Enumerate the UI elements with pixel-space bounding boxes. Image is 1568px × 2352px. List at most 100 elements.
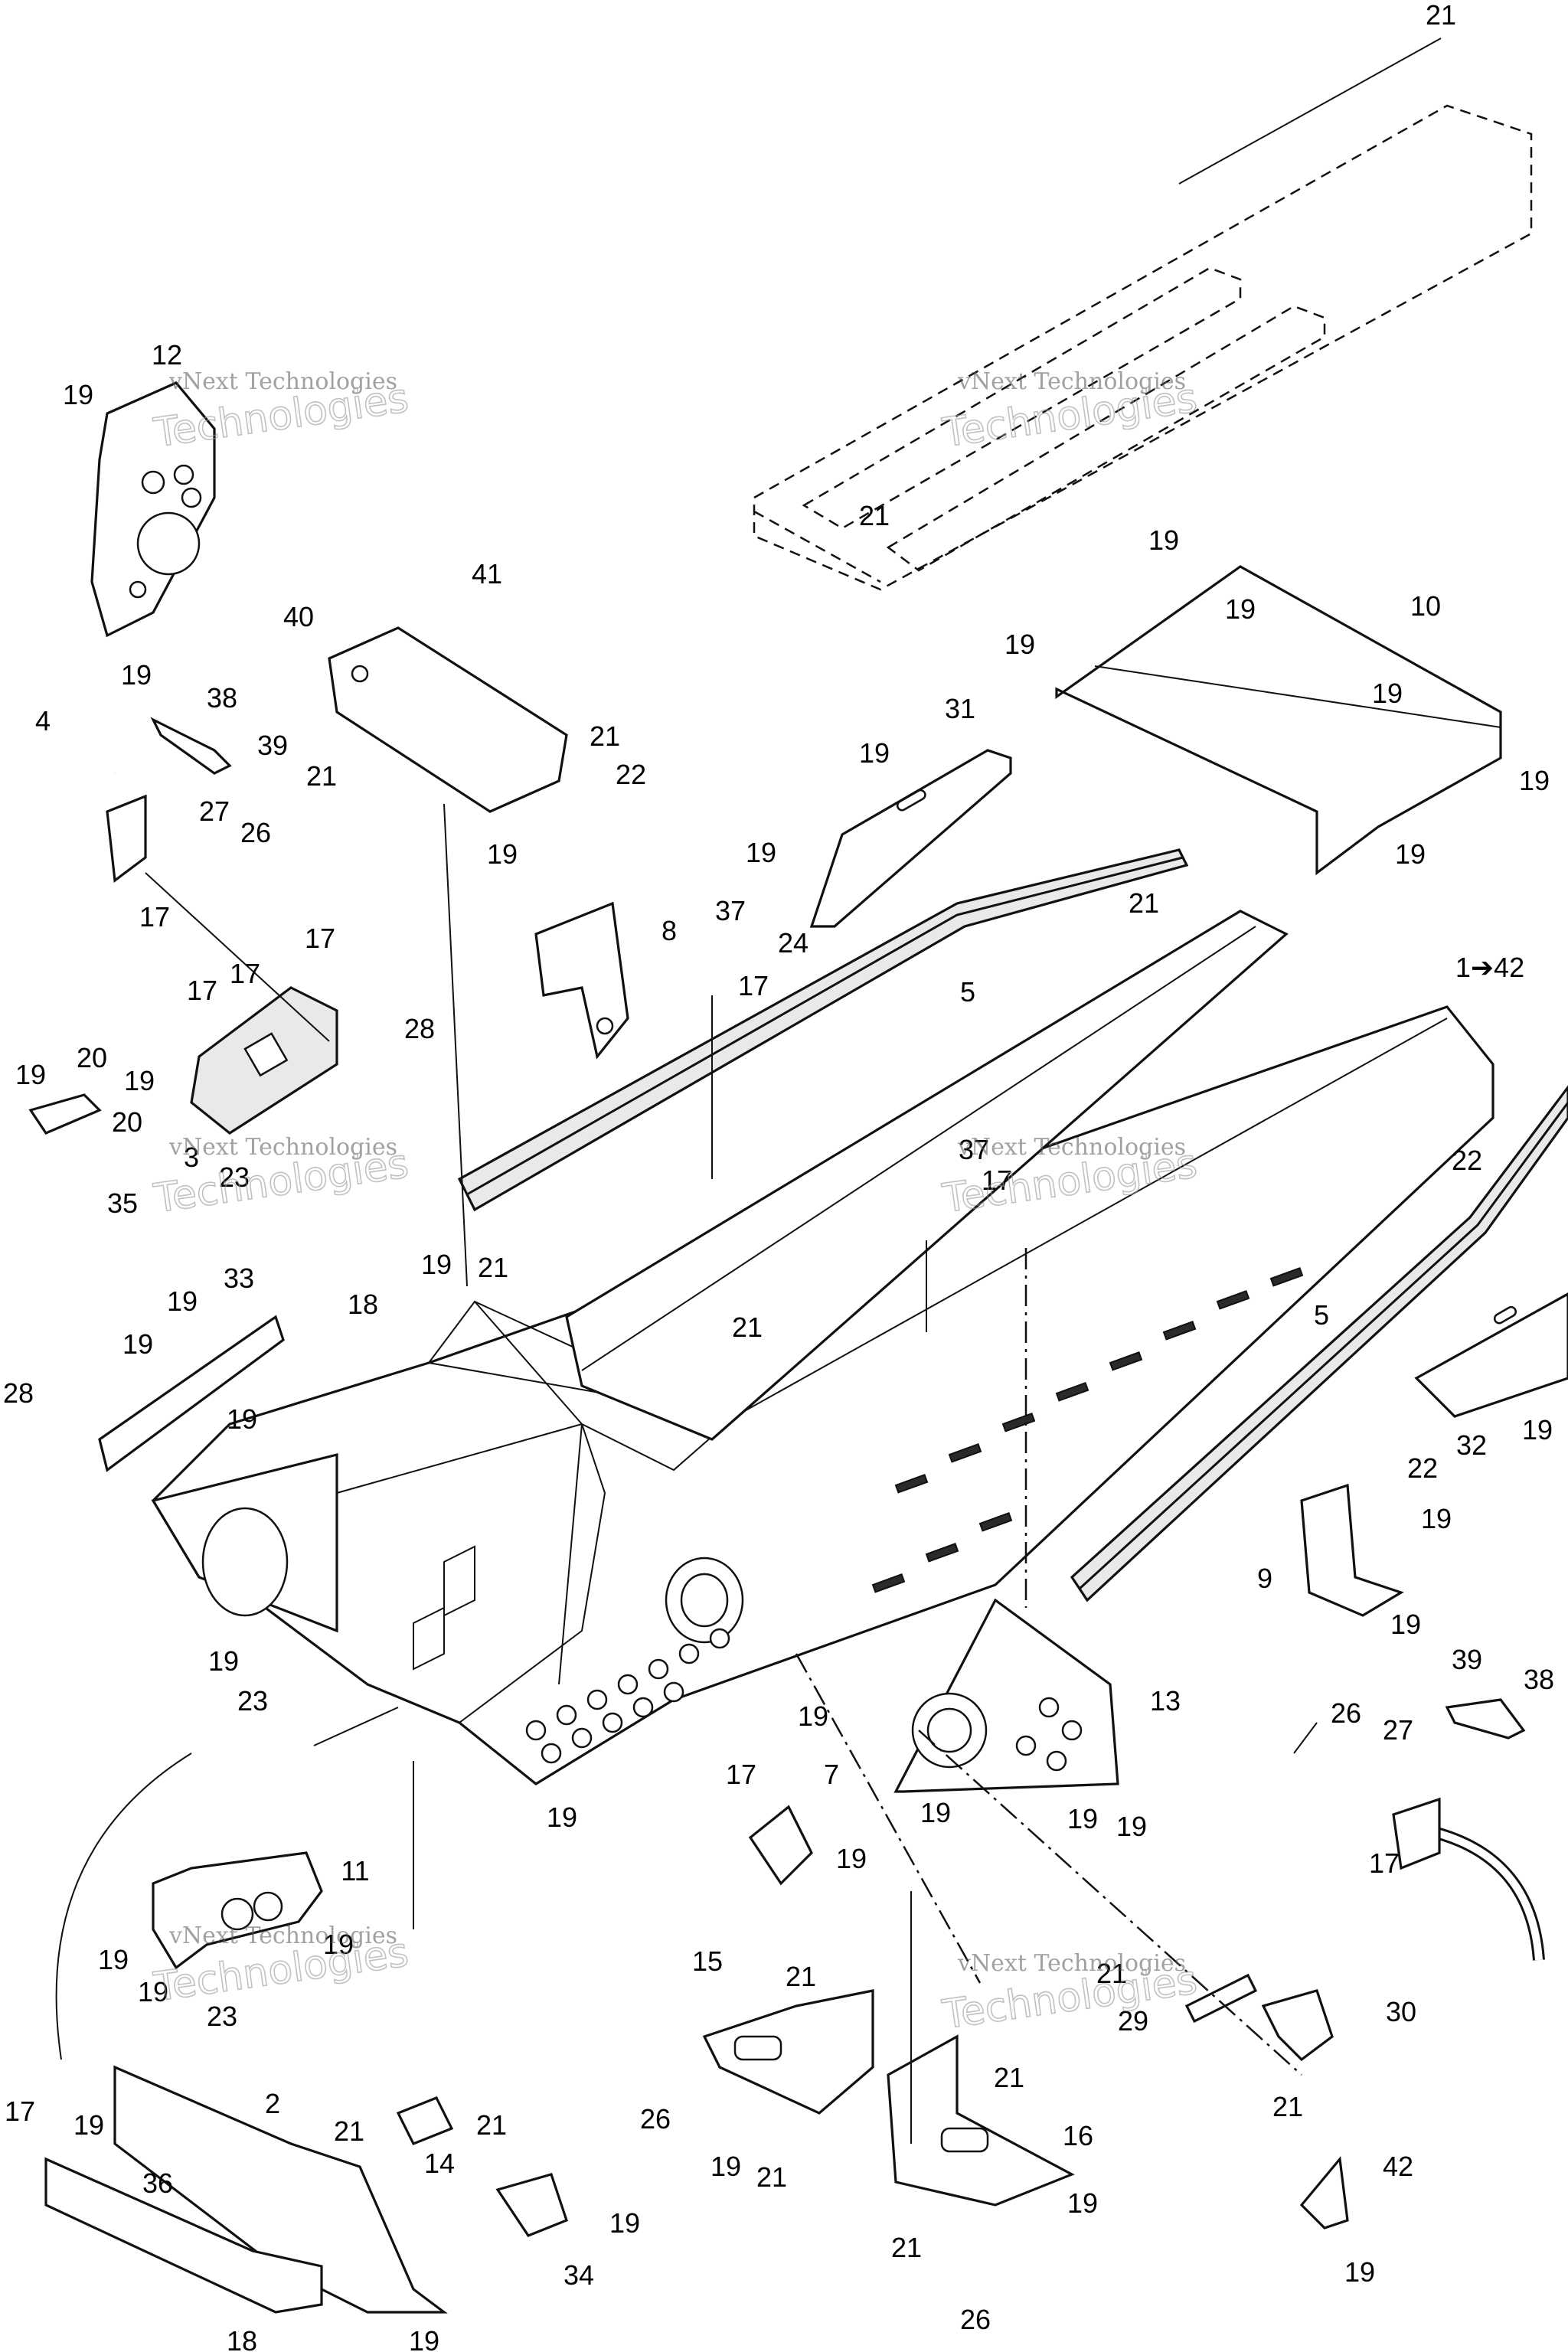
part-label-l29: 29 xyxy=(1118,2005,1148,2037)
rail-24 xyxy=(457,848,1189,1212)
part-label-l32: 32 xyxy=(1456,1429,1487,1461)
part-42-bracket xyxy=(1299,2156,1349,2230)
part-label-l16: 16 xyxy=(1063,2120,1093,2151)
part-32-bracket xyxy=(1414,1292,1568,1418)
part-label-l17h: 17 xyxy=(1369,1847,1400,1879)
part-label-l19q: 19 xyxy=(227,1403,257,1435)
part-label-l28a: 28 xyxy=(404,1013,435,1044)
part-label-l15: 15 xyxy=(692,1945,723,1977)
part-label-l18b: 18 xyxy=(227,2325,257,2352)
part-label-l21k: 21 xyxy=(1272,2091,1303,2122)
part-label-l9: 9 xyxy=(1257,1563,1272,1594)
part-label-l19ab: 19 xyxy=(98,1944,129,1975)
watermark-line1: vNext Technologies xyxy=(168,1134,397,1161)
part-29-bracket xyxy=(1184,1973,1258,2024)
part-label-l5a: 5 xyxy=(960,976,975,1008)
part-38-handle-right xyxy=(1445,1698,1526,1740)
part-label-l10: 10 xyxy=(1410,590,1441,622)
part-label-l19c: 19 xyxy=(1148,524,1179,556)
part-label-l19p: 19 xyxy=(122,1328,153,1360)
part-label-l19e: 19 xyxy=(1004,629,1035,660)
part-31-bracket xyxy=(809,749,1012,928)
part-label-l19ag: 19 xyxy=(1067,2187,1098,2219)
main-tunnel-frame xyxy=(151,1005,1494,1785)
tunnel-floor-slots xyxy=(871,1267,1304,1593)
part-label-l23b: 23 xyxy=(237,1685,268,1717)
part-label-l38b: 38 xyxy=(1524,1664,1554,1695)
part-label-l19y: 19 xyxy=(1116,1811,1147,1842)
part-label-l17b: 17 xyxy=(738,970,769,1001)
part-label-l142: 1➔42 xyxy=(1455,952,1524,983)
part-label-l21b: 21 xyxy=(859,500,890,531)
part-label-l17i: 17 xyxy=(5,2096,35,2127)
tunnel-perforation-holes xyxy=(525,1628,730,1764)
part-label-l19o: 19 xyxy=(167,1285,198,1317)
part-label-l19l: 19 xyxy=(15,1059,46,1090)
part-label-l33: 33 xyxy=(224,1263,254,1294)
part-7-bracket xyxy=(748,1805,813,1886)
part-label-l19t: 19 xyxy=(1390,1609,1421,1640)
part-label-l14: 14 xyxy=(424,2148,455,2179)
part-label-l19j: 19 xyxy=(1395,838,1426,870)
part-11-plate xyxy=(152,1851,323,1970)
part-label-l26c: 26 xyxy=(640,2103,671,2135)
part-14-bracket xyxy=(396,2096,454,2146)
part-label-l40: 40 xyxy=(283,601,314,632)
part-label-l18a: 18 xyxy=(348,1289,378,1320)
part-label-l19h: 19 xyxy=(746,837,776,868)
part-label-l21c: 21 xyxy=(590,720,620,752)
part-label-l21f: 21 xyxy=(478,1252,508,1283)
part-label-l28b: 28 xyxy=(3,1377,34,1409)
part-label-l17a: 17 xyxy=(139,901,170,933)
part-9-bracket xyxy=(1300,1483,1404,1617)
part-label-l38a: 38 xyxy=(207,682,237,714)
part-label-l36: 36 xyxy=(142,2167,173,2199)
part-label-l21e: 21 xyxy=(1129,887,1159,919)
part-label-l21m: 21 xyxy=(476,2109,507,2141)
part-label-l19i: 19 xyxy=(1519,765,1550,796)
part-label-l17g: 17 xyxy=(726,1759,756,1790)
part-label-l19v: 19 xyxy=(798,1700,828,1732)
part-label-l2: 2 xyxy=(265,2088,280,2119)
part-label-l7: 7 xyxy=(824,1759,839,1790)
part-label-l13: 13 xyxy=(1150,1685,1181,1717)
part-label-l21j: 21 xyxy=(994,2062,1024,2093)
part-label-l22c: 22 xyxy=(1407,1452,1438,1484)
part-label-l22a: 22 xyxy=(616,759,646,790)
part-label-l21g: 21 xyxy=(732,1312,763,1343)
part-12-plate xyxy=(90,381,216,638)
tunnel-top-plate-dashed xyxy=(753,38,1533,591)
part-label-l26b: 26 xyxy=(1331,1697,1361,1729)
part-label-l19g: 19 xyxy=(859,737,890,769)
part-label-l19a: 19 xyxy=(63,379,93,410)
part-label-l41: 41 xyxy=(472,558,502,590)
part-3-bracket xyxy=(190,986,338,1135)
part-38-handle xyxy=(150,717,232,775)
part-label-l19ah: 19 xyxy=(609,2207,640,2239)
part-label-l8: 8 xyxy=(662,915,677,946)
part-label-l19n: 19 xyxy=(421,1249,452,1280)
part-label-l23c: 23 xyxy=(207,2001,237,2032)
part-13-plate xyxy=(893,1598,1119,1793)
part-label-l37a: 37 xyxy=(715,895,746,926)
part-label-l19m: 19 xyxy=(124,1065,155,1096)
part-label-l21i: 21 xyxy=(1096,1958,1127,1989)
part-label-l23a: 23 xyxy=(219,1161,250,1193)
part-40-bracket xyxy=(328,626,568,813)
part-33-bracket xyxy=(98,1315,285,1472)
part-8-bracket xyxy=(534,901,629,1060)
part-label-l19s: 19 xyxy=(1421,1503,1452,1534)
part-label-l21d: 21 xyxy=(306,760,337,792)
part-34-bracket xyxy=(495,2173,568,2237)
part-label-l27a: 27 xyxy=(199,795,230,827)
part-label-l42: 42 xyxy=(1383,2151,1413,2182)
part-label-l30: 30 xyxy=(1386,1996,1416,2027)
part-label-l5b: 5 xyxy=(1314,1299,1329,1331)
watermark-line1: vNext Technologies xyxy=(168,1922,397,1949)
part-label-l19r: 19 xyxy=(1522,1414,1553,1446)
